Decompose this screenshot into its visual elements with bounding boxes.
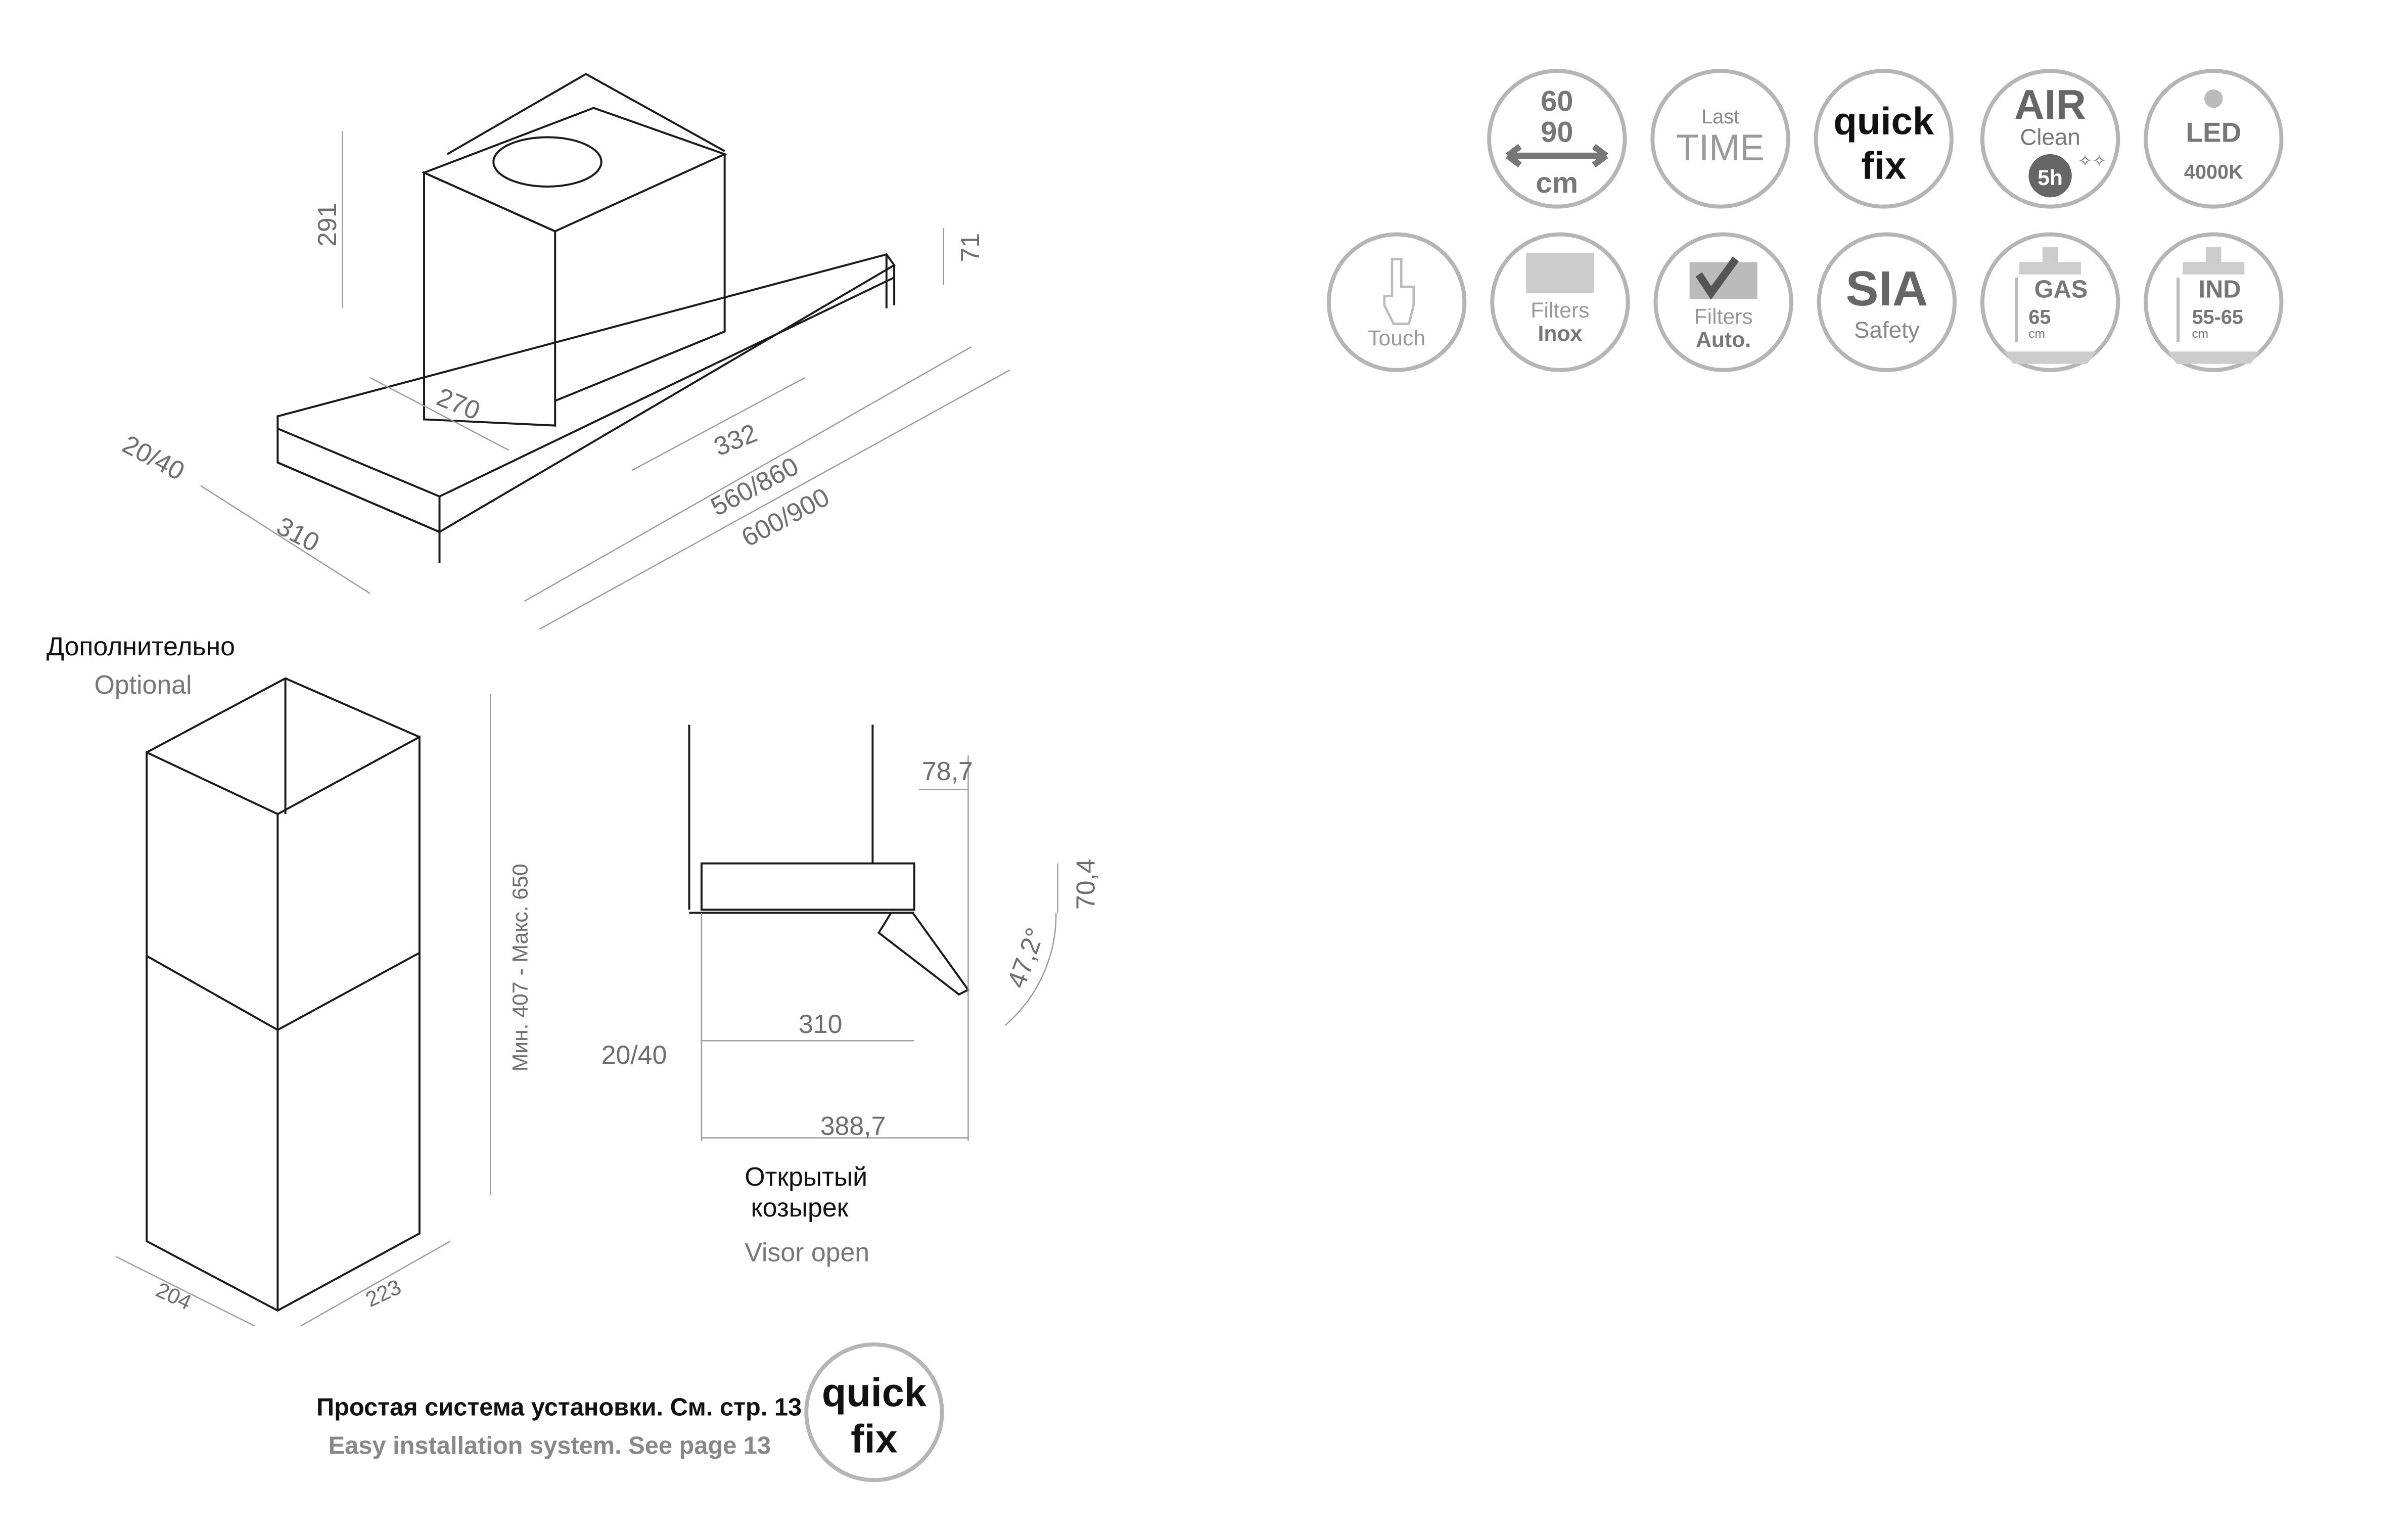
size-icon: 60 90 cm	[1487, 69, 1627, 209]
caption-en: Visor open	[745, 1237, 869, 1267]
note-ru: Простая система установки. См. стр. 13	[316, 1393, 802, 1421]
svg-text:Auto.: Auto.	[1696, 328, 1751, 352]
installation-note: Простая система установки. См. стр. 13 E…	[316, 1342, 944, 1482]
dim-chimney-depth: 204	[152, 1278, 195, 1315]
svg-text:quick: quick	[1833, 100, 1934, 143]
svg-text:TIME: TIME	[1676, 127, 1765, 168]
dim-offset: 20/40	[118, 429, 190, 486]
svg-text:LED: LED	[2186, 117, 2241, 148]
svg-text:Filters: Filters	[1531, 298, 1589, 323]
svg-text:60: 60	[1541, 85, 1573, 118]
caption-ru-2: козырек	[751, 1193, 848, 1222]
dim-height-range: Мин. 407 - Макс. 650	[508, 864, 532, 1071]
dim-height-front: 71	[955, 233, 985, 262]
filters-inox-icon: Filters Inox	[1490, 232, 1630, 372]
svg-text:AIR: AIR	[2014, 81, 2086, 128]
svg-text:GAS: GAS	[2034, 276, 2088, 303]
svg-text:5h: 5h	[2037, 166, 2063, 190]
dim-height-chimney: 291	[312, 203, 342, 246]
svg-text:✧✧: ✧✧	[2078, 152, 2106, 170]
side-view-drawing: 78,7 70,4 47,2° 310 20/40 388,7 Открытый…	[601, 725, 1100, 1267]
dim-side-offset: 20/40	[601, 1040, 667, 1069]
svg-text:fix: fix	[1861, 145, 1906, 188]
dim-total-depth: 388,7	[820, 1111, 886, 1140]
touch-icon: Touch	[1327, 232, 1467, 372]
air-clean-icon: AIR Clean 5h ✧✧	[1980, 69, 2120, 209]
quick-fix-badge-icon	[804, 1342, 944, 1482]
svg-text:Inox: Inox	[1538, 322, 1583, 346]
dim-visor-height: 70,4	[1071, 859, 1100, 910]
dim-visor: 78,7	[922, 756, 973, 786]
optional-chimney-drawing: Дополнительно Optional Мин. 407 - Макс. …	[47, 632, 532, 1327]
dim-chimney-width: 223	[362, 1275, 405, 1312]
svg-text:Last: Last	[1701, 106, 1739, 128]
note-en: Easy installation system. See page 13	[329, 1432, 771, 1460]
dim-angle: 47,2°	[1001, 924, 1050, 992]
quick-fix-icon: quick fix	[1814, 69, 1954, 209]
caption-ru-1: Открытый	[745, 1162, 867, 1191]
dim-side-depth: 310	[799, 1009, 842, 1039]
badge-line2: fix	[851, 1416, 898, 1461]
optional-label-en: Optional	[94, 670, 192, 699]
dim-depth: 310	[272, 511, 325, 558]
hood-isometric-drawing: 291 71 270 332 20/40 310 560/860 600/900	[118, 73, 1010, 630]
svg-text:55-65: 55-65	[2192, 306, 2243, 328]
svg-text:4000K: 4000K	[2184, 161, 2243, 184]
svg-text:Clean: Clean	[2020, 124, 2080, 150]
dim-depth-chimney: 270	[433, 382, 484, 425]
svg-text:IND: IND	[2199, 276, 2241, 303]
svg-text:Filters: Filters	[1694, 304, 1753, 329]
badge-line1: quick	[822, 1370, 927, 1415]
gas-hob-height-icon: GAS 65 cm	[1980, 232, 2120, 372]
svg-text:90: 90	[1541, 116, 1573, 149]
svg-text:cm: cm	[2192, 327, 2209, 341]
sia-safety-icon: SIA Safety	[1817, 232, 1957, 372]
svg-text:Safety: Safety	[1854, 317, 1920, 343]
svg-text:SIA: SIA	[1846, 261, 1928, 316]
svg-text:Touch: Touch	[1368, 326, 1425, 350]
last-time-icon: Last TIME	[1650, 69, 1790, 209]
svg-text:cm: cm	[2028, 327, 2045, 341]
led-icon: LED 4000K	[2144, 69, 2284, 209]
svg-text:cm: cm	[1536, 167, 1578, 199]
svg-text:65: 65	[2028, 306, 2051, 328]
filters-auto-icon: Filters Auto.	[1653, 232, 1793, 372]
optional-label-ru: Дополнительно	[47, 632, 235, 661]
induction-hob-height-icon: IND 55-65 cm	[2144, 232, 2284, 372]
